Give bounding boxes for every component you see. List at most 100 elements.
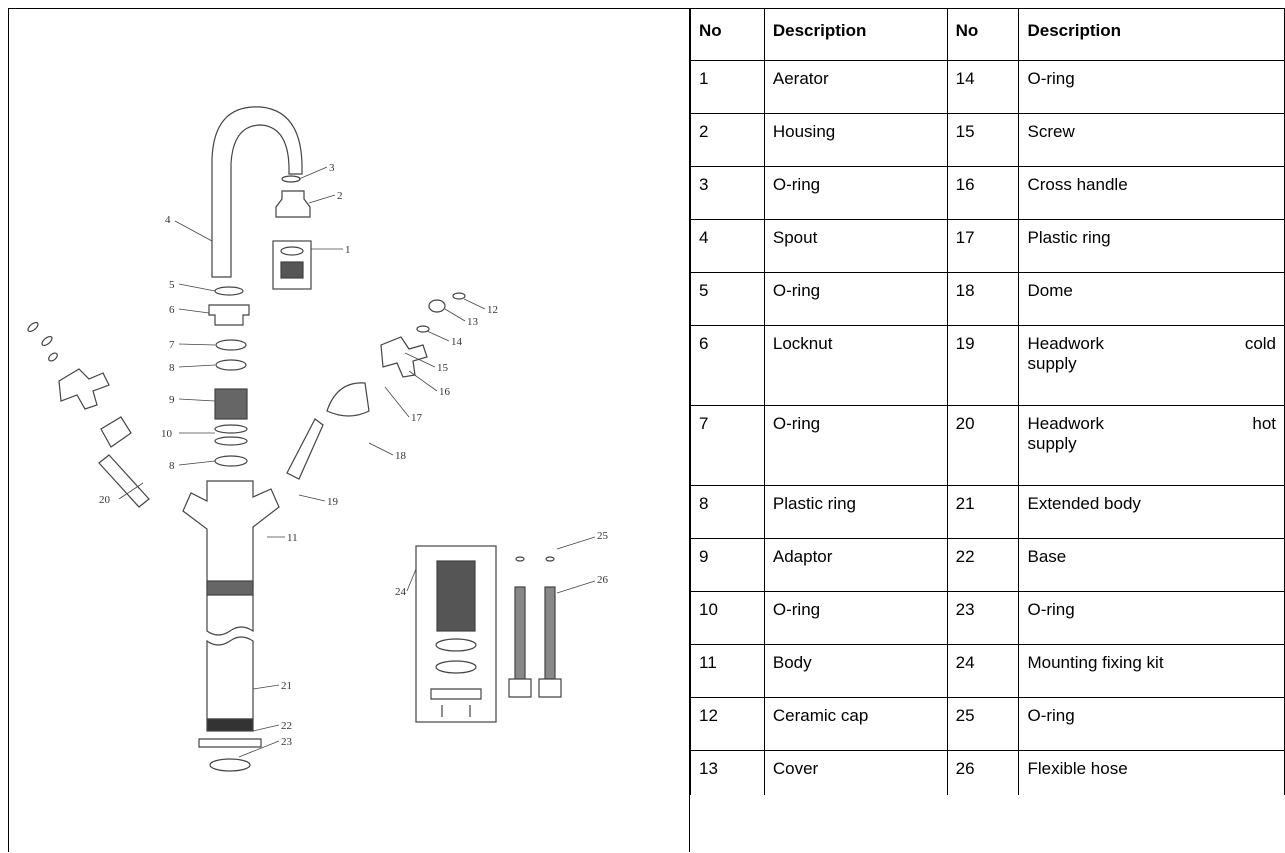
locknut-part (208, 304, 250, 326)
part-description: Plastic ring (763, 485, 948, 539)
callout-25: 25 (597, 530, 609, 542)
part-number: 8 (690, 485, 765, 539)
part-description: O-ring (763, 166, 948, 220)
table-header-row: No Description No Description (690, 8, 1285, 61)
left-cap (27, 321, 39, 333)
part-description: Mounting fixing kit (1018, 644, 1285, 698)
headwork-cold (286, 418, 324, 480)
description-word: hot (1252, 414, 1276, 433)
description-word: cold (1244, 334, 1276, 353)
part-number: 1 (690, 60, 765, 114)
part-number: 25 (946, 697, 1020, 751)
part-number: 23 (946, 591, 1020, 645)
part-description: Extended body (1018, 485, 1285, 539)
callout-11: 11 (287, 532, 298, 544)
extended-body-upper (206, 594, 254, 636)
o-ring-10b (214, 436, 248, 446)
part-description: Ceramic cap (763, 697, 948, 751)
header-no-2: No (946, 8, 1020, 61)
left-oring (48, 352, 58, 362)
hose-oring-1 (515, 556, 525, 562)
mounting-thread (436, 560, 476, 632)
part-number: 14 (946, 60, 1020, 114)
o-ring-7 (215, 339, 247, 351)
callout-22: 22 (281, 720, 292, 732)
header-description-1: Description (763, 8, 948, 61)
headwork-hot (98, 454, 150, 508)
callout-14: 14 (451, 336, 463, 348)
callout-labels: 1 2 3 4 5 6 7 8 9 10 8 11 12 13 14 15 16… (99, 162, 609, 748)
part-number: 18 (946, 272, 1020, 326)
part-description: Aerator (763, 60, 948, 114)
right-cap (452, 292, 466, 300)
part-description: Flexible hose (1018, 750, 1285, 795)
o-ring-5 (214, 286, 244, 296)
part-number: 22 (946, 538, 1020, 592)
base-part (198, 738, 262, 748)
part-number: 7 (690, 405, 765, 486)
callout-4: 4 (165, 214, 171, 226)
spout-part (211, 106, 303, 278)
hose-oring-2 (545, 556, 555, 562)
part-description: Adaptor (763, 538, 948, 592)
adaptor-part (214, 388, 248, 420)
part-number: 16 (946, 166, 1020, 220)
part-description: Cover (763, 750, 948, 795)
part-number: 9 (690, 538, 765, 592)
left-dome (100, 416, 132, 448)
housing-part (275, 190, 311, 218)
callout-19: 19 (327, 496, 339, 508)
right-oring (416, 325, 430, 333)
description-word: Headwork (1027, 414, 1105, 433)
callout-18: 18 (395, 450, 407, 462)
part-number: 3 (690, 166, 765, 220)
part-description: Dome (1018, 272, 1285, 326)
part-number: 21 (946, 485, 1020, 539)
o-ring-10a (214, 424, 248, 434)
hose-1 (514, 586, 526, 680)
part-number: 19 (946, 325, 1020, 406)
part-description: O-ring (1018, 697, 1285, 751)
part-description: Locknut (763, 325, 948, 406)
hose-nut-2 (538, 678, 562, 698)
callout-3: 3 (329, 162, 335, 174)
exploded-tap-diagram: 1 2 3 4 5 6 7 8 9 10 8 11 12 13 14 15 16… (27, 106, 609, 772)
part-number: 11 (690, 644, 765, 698)
description-line-1: Headwork hot (1027, 414, 1276, 434)
callout-9: 9 (169, 394, 175, 406)
part-description: Housing (763, 113, 948, 167)
callout-7: 7 (169, 339, 175, 351)
aerator-part (280, 261, 304, 279)
hose-nut-1 (508, 678, 532, 698)
part-description: Screw (1018, 113, 1285, 167)
part-number: 26 (946, 750, 1020, 795)
extended-body-bottom (206, 718, 254, 732)
description-word: Headwork (1027, 334, 1105, 353)
part-description: Cross handle (1018, 166, 1285, 220)
callout-2: 2 (337, 190, 343, 202)
part-number: 13 (690, 750, 765, 795)
mounting-washer-1 (435, 638, 477, 652)
part-description: O-ring (763, 405, 948, 486)
callout-13: 13 (467, 316, 479, 328)
part-description: Spout (763, 219, 948, 273)
part-number: 17 (946, 219, 1020, 273)
left-cover (41, 335, 53, 347)
callout-10: 10 (161, 428, 173, 440)
callout-15: 15 (437, 362, 449, 374)
